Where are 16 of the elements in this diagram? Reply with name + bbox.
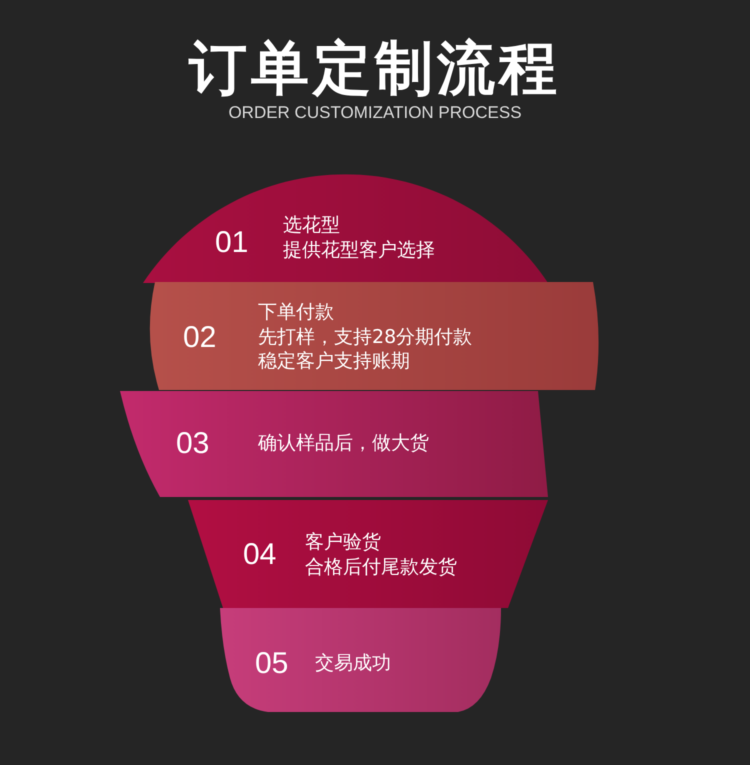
step-description: 合格后付尾款发货	[305, 554, 457, 579]
step-number: 04	[243, 539, 276, 571]
step-description: 稳定客户支持账期	[258, 349, 411, 374]
step-title: 下单付款	[258, 300, 335, 324]
step-number: 03	[176, 428, 210, 460]
step-description: 先打样，支持28分期付款	[258, 324, 472, 349]
step-description: 确认样品后，做大货	[258, 431, 429, 456]
title: 订单定制流程	[188, 33, 562, 104]
step-number: 05	[255, 648, 288, 680]
subtitle: ORDER CUSTOMIZATION PROCESS	[227, 102, 523, 124]
step-number: 01	[215, 227, 248, 259]
step-title: 选花型	[283, 213, 341, 238]
step-description: 交易成功	[315, 651, 391, 676]
step-number: 02	[183, 322, 216, 354]
step-title: 客户验货	[305, 530, 382, 554]
step-description: 提供花型客户选择	[283, 238, 435, 262]
